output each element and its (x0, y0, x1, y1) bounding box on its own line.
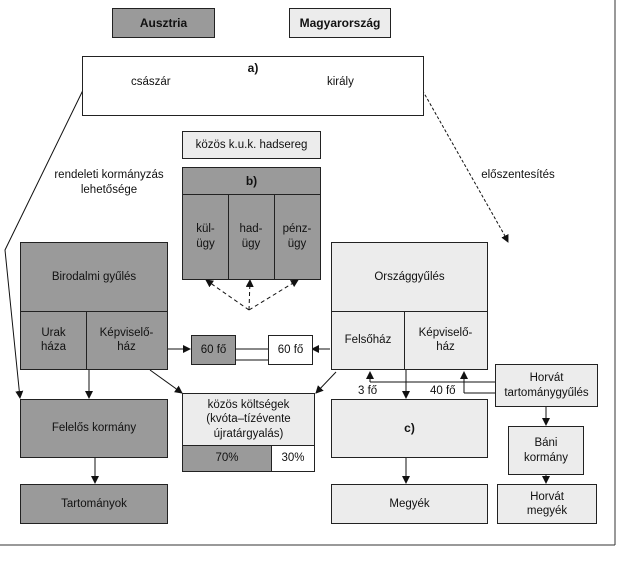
king-label: király (327, 76, 354, 88)
austria-header: Ausztria (112, 8, 215, 38)
monarch-box: a) császár király (82, 56, 424, 116)
hungarian-government-box: c) (331, 399, 488, 458)
common-ministries-box: b) kül- ügy had- ügy pénz- ügy (182, 167, 321, 280)
croatian-assembly-box: Horvát tartománygyűlés (495, 364, 598, 407)
ban-government-box: Báni kormány (508, 426, 584, 475)
imperial-council-box: Birodalmi gyűlés Urak háza Képviselő- há… (20, 242, 168, 370)
common-costs-box: közös költségek (kvóta–tízévente újratár… (182, 393, 315, 446)
hungary-share-box: 30% (271, 445, 315, 472)
upper-delegates-label: 3 fő (358, 385, 378, 397)
house-of-lords: Urak háza (21, 311, 87, 369)
hungary-header: Magyarország (289, 8, 391, 38)
common-army-box: közös k.u.k. hadsereg (182, 131, 321, 159)
responsible-government-box: Felelős kormány (20, 399, 168, 458)
austria-house-of-representatives: Képviselő- ház (99, 326, 154, 353)
hungarian-parliament-title: Országgyűlés (332, 243, 487, 312)
emperor-label: császár (131, 76, 171, 88)
hungary-delegation-box: 60 fő (268, 335, 313, 365)
lower-delegates-label: 40 fő (430, 385, 456, 397)
counties-box: Megyék (331, 484, 488, 524)
provinces-box: Tartományok (20, 484, 168, 524)
preliminary-sanction-label: előszentesítés (481, 169, 555, 181)
decree-governance-label: rendeleti kormányzás lehetősége (54, 169, 164, 196)
section-b-label: b) (183, 168, 320, 195)
croatian-counties-box: Horvát megyék (497, 484, 597, 524)
section-a-label: a) (247, 61, 259, 75)
hungary-house-of-representatives: Képviselő- ház (418, 326, 473, 353)
hungarian-parliament-box: Országgyűlés Felsőház Képviselő- ház (331, 242, 488, 370)
upper-house: Felsőház (332, 311, 405, 369)
ministry-finance: pénz- ügy (282, 223, 312, 250)
ministry-war: had- ügy (228, 194, 275, 279)
austria-share-box: 70% (182, 445, 272, 472)
ministry-foreign: kül- ügy (183, 194, 229, 279)
imperial-council-title: Birodalmi gyűlés (21, 243, 167, 312)
austria-delegation-box: 60 fő (191, 335, 236, 365)
